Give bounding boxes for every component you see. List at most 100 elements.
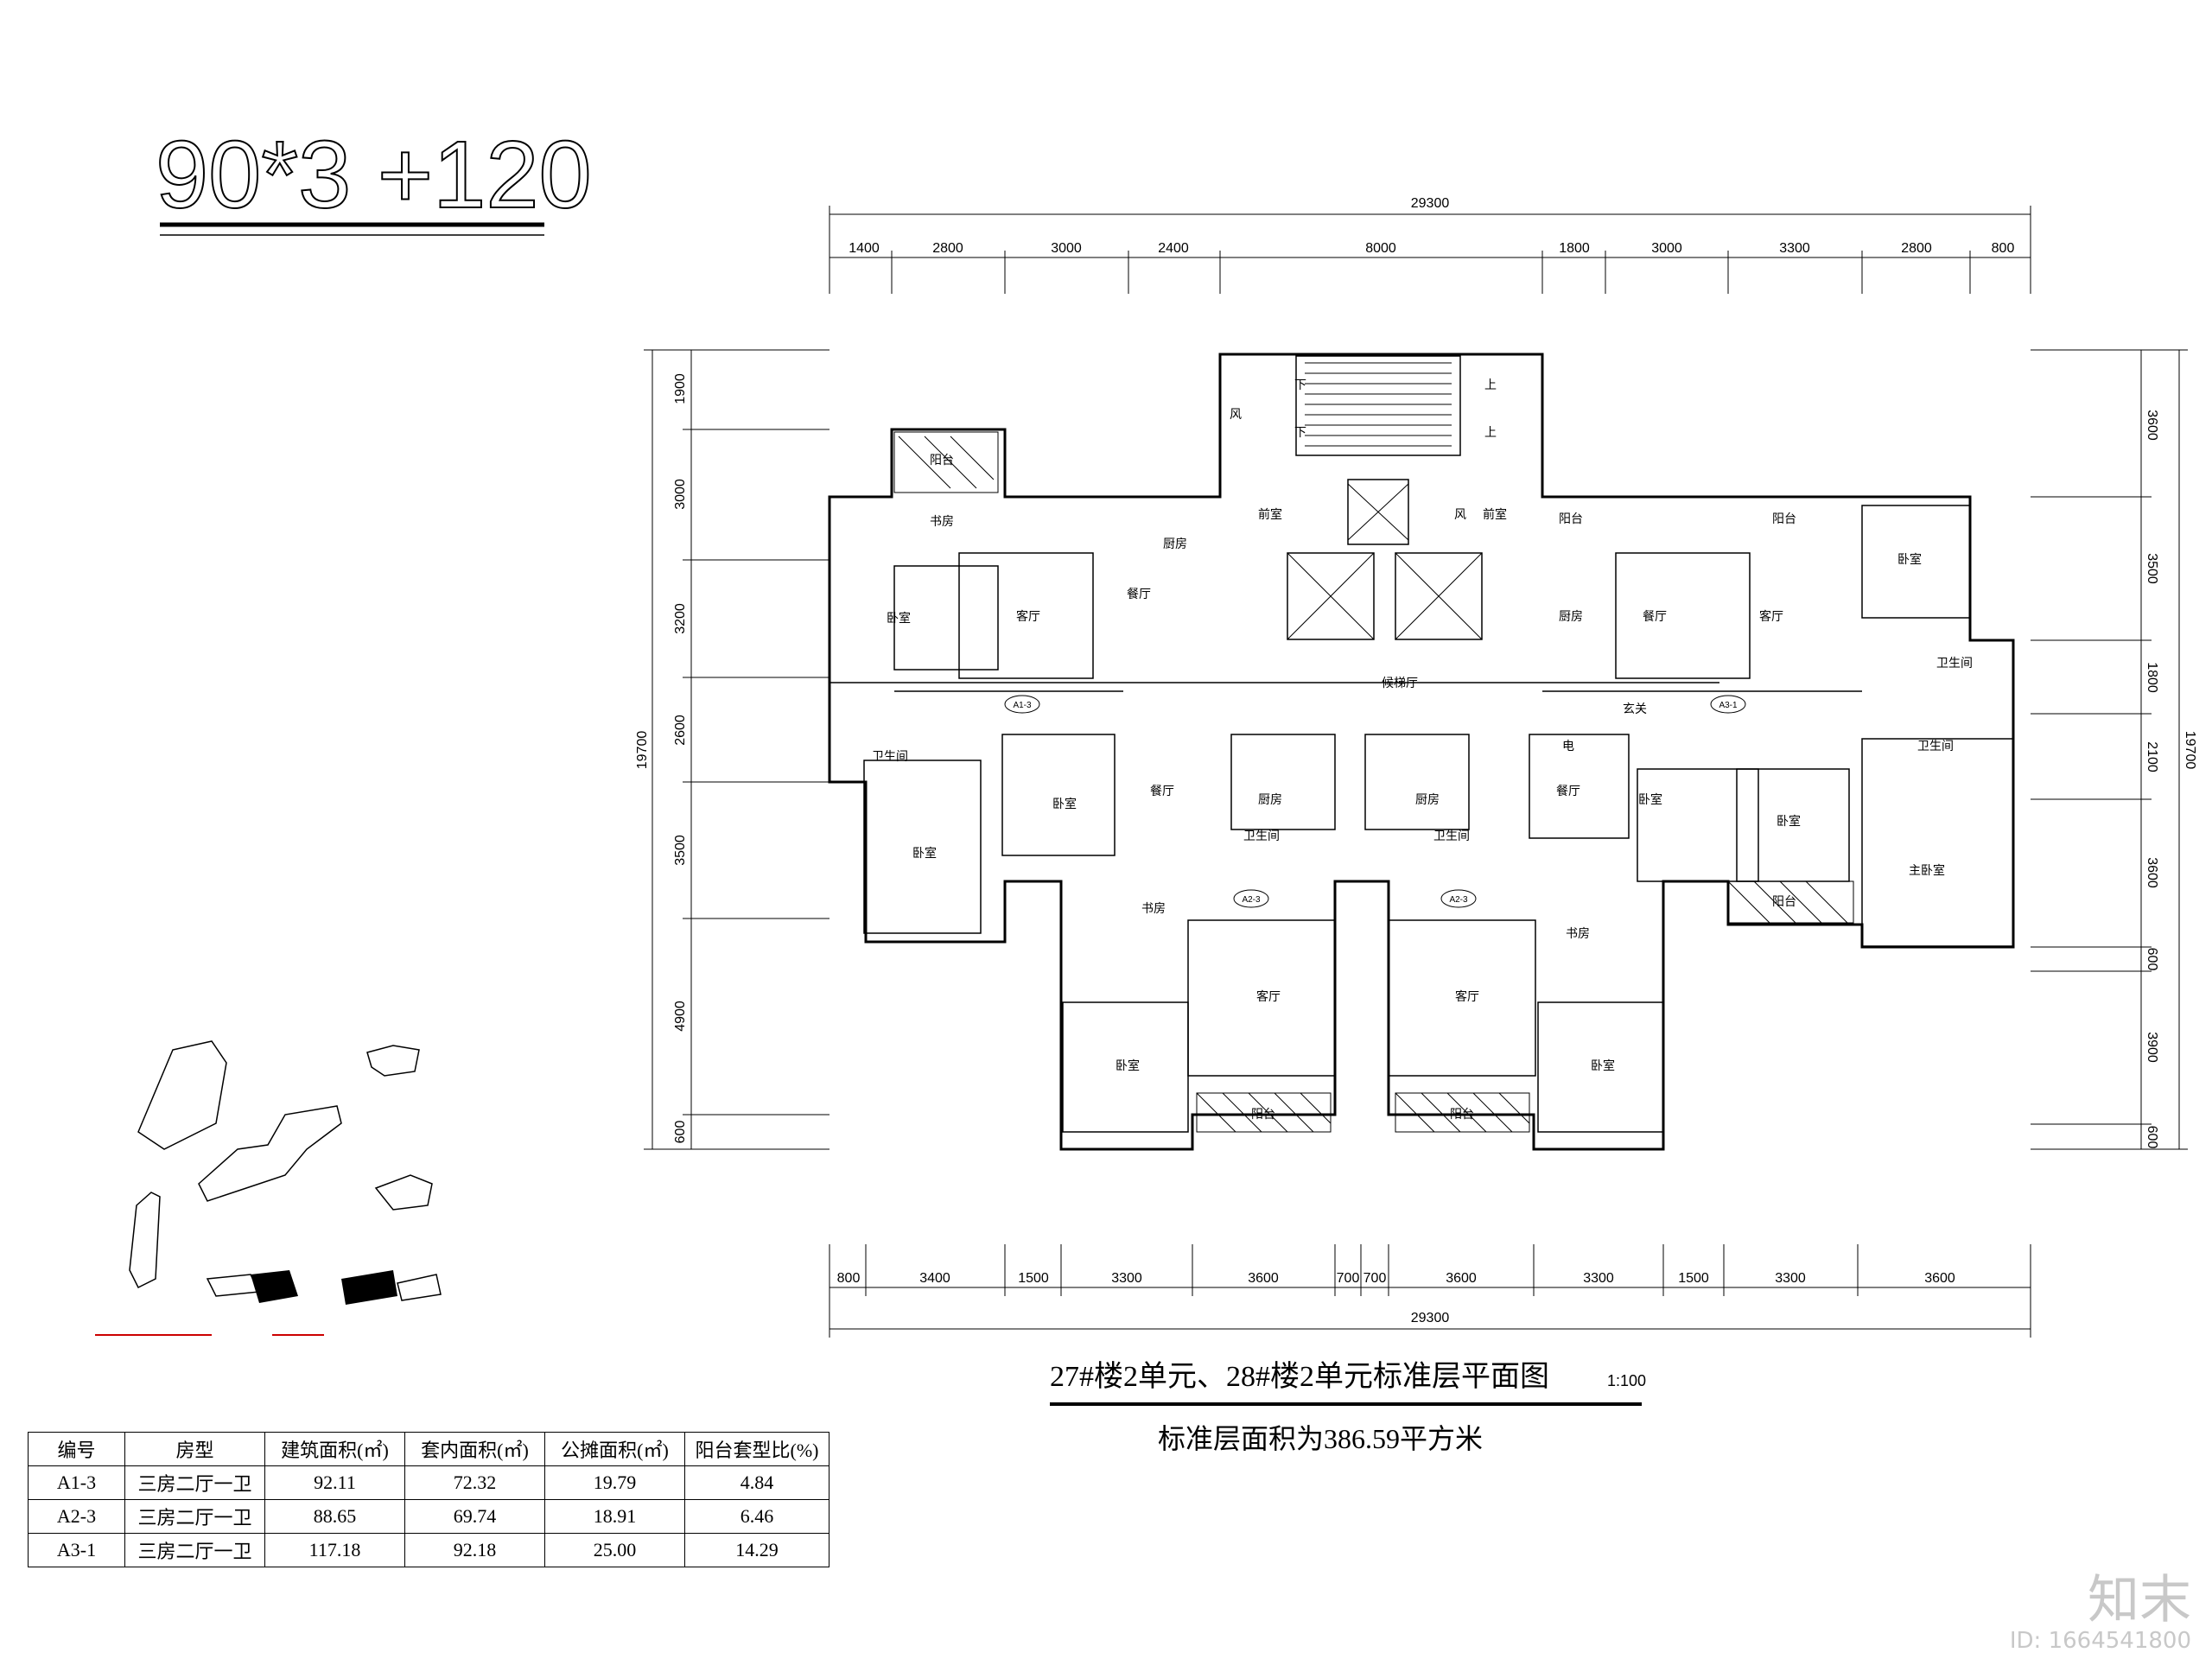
top-dim-2: 2800 <box>932 241 963 256</box>
room-label-study-3: 书房 <box>1566 926 1590 940</box>
table-row: A2-3 三房二厅一卫 88.65 69.74 18.91 6.46 <box>28 1499 830 1534</box>
room-label-wind-2: 风 <box>1454 507 1466 521</box>
unit-tag-a3: A3-1 <box>1719 701 1738 710</box>
room-label-living-1: 客厅 <box>1016 609 1040 623</box>
left-dim-1: 1900 <box>673 373 688 404</box>
table-cell: 三房二厅一卫 <box>124 1499 265 1534</box>
room-label-study-1: 书房 <box>930 514 954 528</box>
room-label-bedroom-7: 卧室 <box>1116 1058 1140 1072</box>
right-dim-3: 1800 <box>2145 662 2159 693</box>
bottom-dim-9: 3300 <box>1583 1271 1614 1286</box>
room-label-kitchen-3: 厨房 <box>1258 792 1282 806</box>
room-label-foyer: 玄关 <box>1623 702 1647 715</box>
table-cell: 4.84 <box>684 1465 830 1500</box>
table-cell: 25.00 <box>544 1533 685 1567</box>
room-label-lobby: 候梯厅 <box>1382 676 1418 690</box>
top-dim-1: 1400 <box>849 241 880 256</box>
unit-area-table: 编号 房型 建筑面积(㎡) 套内面积(㎡) 公摊面积(㎡) 阳台套型比(%) A… <box>28 1432 830 1567</box>
stair-label-down-1: 下 <box>1294 378 1306 391</box>
table-header-cell: 公摊面积(㎡) <box>544 1432 685 1466</box>
bottom-dim-3: 1500 <box>1018 1271 1049 1286</box>
table-cell: 92.11 <box>264 1465 405 1500</box>
watermark-id: ID: 1664541800 <box>2009 1628 2191 1654</box>
room-label-bath-3: 卫生间 <box>1243 829 1280 842</box>
site-key-plan <box>129 1040 442 1301</box>
room-label-balcony-4: 阳台 <box>1772 894 1796 908</box>
room-label-dining-2: 餐厅 <box>1643 609 1667 623</box>
room-label-bedroom-8: 卧室 <box>1591 1058 1615 1072</box>
unit-tag-a2-right: A2-3 <box>1449 895 1468 905</box>
right-dim-1: 3600 <box>2145 410 2159 441</box>
room-label-kitchen-1: 厨房 <box>1163 537 1187 550</box>
bottom-dim-6: 700 <box>1337 1271 1360 1286</box>
table-header-cell: 套内面积(㎡) <box>404 1432 545 1466</box>
bottom-dim-2: 3400 <box>919 1271 950 1286</box>
left-dim-7: 600 <box>673 1121 688 1144</box>
room-label-bath-4: 卫生间 <box>1433 829 1470 842</box>
table-cell: 117.18 <box>264 1533 405 1567</box>
room-label-bedroom-6: 卧室 <box>912 846 937 860</box>
room-label-kitchen-4: 厨房 <box>1415 792 1440 806</box>
building-walls <box>828 353 2015 1151</box>
room-label-master-bedroom: 主卧室 <box>1909 863 1945 877</box>
top-dim-7: 3000 <box>1651 241 1682 256</box>
room-label-bedroom-4: 卧室 <box>1638 792 1662 806</box>
room-label-dining-4: 餐厅 <box>1556 784 1580 798</box>
bottom-dim-8: 3600 <box>1446 1271 1477 1286</box>
bottom-dimension-chain <box>829 1244 2031 1338</box>
balcony-hatching <box>893 431 1854 1133</box>
right-total-dim: 19700 <box>2183 731 2197 770</box>
table-cell: 三房二厅一卫 <box>124 1533 265 1567</box>
room-label-living-4: 客厅 <box>1455 989 1479 1003</box>
stair-treads <box>1287 362 1483 640</box>
unit-tag-a2-left: A2-3 <box>1242 895 1261 905</box>
drawing-scale: 1:100 <box>1607 1372 1647 1389</box>
top-dim-4: 2400 <box>1158 241 1189 256</box>
site-key-plan-highlight <box>251 1270 397 1305</box>
room-label-balcony-5: 阳台 <box>1251 1107 1275 1121</box>
left-total-dim: 19700 <box>635 731 650 770</box>
left-dim-6: 4900 <box>673 1001 688 1032</box>
table-cell: A2-3 <box>28 1499 125 1534</box>
table-cell: 6.46 <box>684 1499 830 1534</box>
room-label-bedroom-5: 卧室 <box>1777 814 1801 828</box>
room-label-study-2: 书房 <box>1141 901 1166 915</box>
top-dimension-chain <box>829 206 2031 294</box>
stair-label-up-1: 上 <box>1484 378 1497 391</box>
room-label-dining-3: 餐厅 <box>1150 784 1174 798</box>
table-cell: 88.65 <box>264 1499 405 1534</box>
top-dim-9: 2800 <box>1901 241 1932 256</box>
right-dim-5: 3600 <box>2145 857 2159 888</box>
room-label-living-2: 客厅 <box>1759 609 1783 623</box>
interior-partitions <box>830 355 2014 1133</box>
table-header-cell: 房型 <box>124 1432 265 1466</box>
right-dimension-chain <box>2031 349 2188 1150</box>
watermark-logo: 知末 <box>2088 1570 2191 1630</box>
right-dim-6: 600 <box>2145 948 2159 971</box>
stair-label-up-2: 上 <box>1484 425 1497 439</box>
room-label-bedroom-1: 卧室 <box>887 611 911 625</box>
table-row: A1-3 三房二厅一卫 92.11 72.32 19.79 4.84 <box>28 1465 830 1500</box>
top-dim-6: 1800 <box>1559 241 1590 256</box>
bottom-dim-4: 3300 <box>1111 1271 1142 1286</box>
bottom-dim-7: 700 <box>1363 1271 1387 1286</box>
table-header-cell: 阳台套型比(%) <box>684 1432 830 1466</box>
bottom-dim-12: 3600 <box>1924 1271 1955 1286</box>
room-label-bath-2: 卫生间 <box>872 749 908 763</box>
top-dim-8: 3300 <box>1779 241 1810 256</box>
unit-tag-a1: A1-3 <box>1013 701 1032 710</box>
top-dim-5: 8000 <box>1365 241 1396 256</box>
right-dim-8: 600 <box>2145 1126 2159 1149</box>
bottom-dim-11: 3300 <box>1775 1271 1806 1286</box>
table-header-cell: 编号 <box>28 1432 125 1466</box>
table-cell: 92.18 <box>404 1533 545 1567</box>
room-label-bedroom-2: 卧室 <box>1897 552 1922 566</box>
table-cell: 18.91 <box>544 1499 685 1534</box>
bottom-dim-5: 3600 <box>1248 1271 1279 1286</box>
right-dim-2: 3500 <box>2145 553 2159 584</box>
table-header-cell: 建筑面积(㎡) <box>264 1432 405 1466</box>
table-cell: 72.32 <box>404 1465 545 1500</box>
room-label-elec: 电 <box>1562 739 1574 753</box>
table-row: A3-1 三房二厅一卫 117.18 92.18 25.00 14.29 <box>28 1533 830 1567</box>
